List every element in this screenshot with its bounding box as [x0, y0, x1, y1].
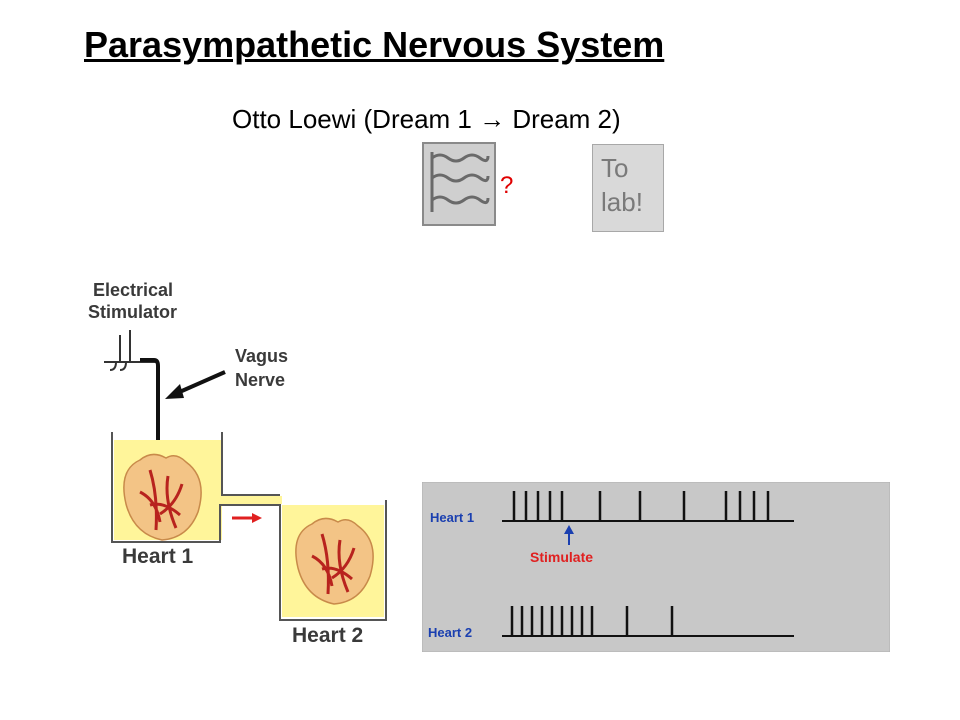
vagus-pointer-arrow	[174, 370, 226, 396]
scribble-lines-icon	[430, 152, 490, 212]
stimulator-label-line-2: Stimulator	[88, 302, 177, 322]
stimulate-arrowhead	[564, 525, 574, 534]
heart2-beat-marks	[510, 606, 674, 636]
vagus-label-line-2: Nerve	[235, 370, 285, 390]
vagus-label-line-1: Vagus	[235, 346, 288, 366]
recording-heart1-label: Heart 1	[430, 510, 474, 525]
heart1-apparatus-label: Heart 1	[122, 545, 194, 568]
vagus-arrowhead	[165, 384, 184, 399]
heart-1-icon	[123, 453, 202, 541]
slide-subtitle: Otto Loewi (Dream 1 → Dream 2)	[232, 104, 621, 134]
to-lab-note: To lab!	[592, 144, 664, 232]
stimulator-electrodes	[104, 330, 156, 371]
heart2-apparatus-label: Heart 2	[292, 624, 363, 647]
dream-notes-icon	[422, 142, 496, 226]
heart-2-icon	[295, 517, 374, 605]
flow-arrowhead	[252, 513, 262, 523]
to-lab-line-2: lab!	[601, 187, 643, 217]
stimulator-label-line-1: Electrical	[93, 280, 173, 300]
recording-heart2-label: Heart 2	[428, 625, 472, 640]
stimulate-label: Stimulate	[530, 549, 593, 565]
heart1-beat-marks	[512, 491, 770, 521]
slide-title: Parasympathetic Nervous System	[84, 24, 665, 65]
question-mark: ?	[500, 172, 514, 199]
vagus-nerve	[140, 358, 160, 456]
heartbeat-recording-panel: Heart 1 Stimulate Heart 2	[422, 482, 890, 652]
to-lab-line-1: To	[601, 153, 629, 183]
